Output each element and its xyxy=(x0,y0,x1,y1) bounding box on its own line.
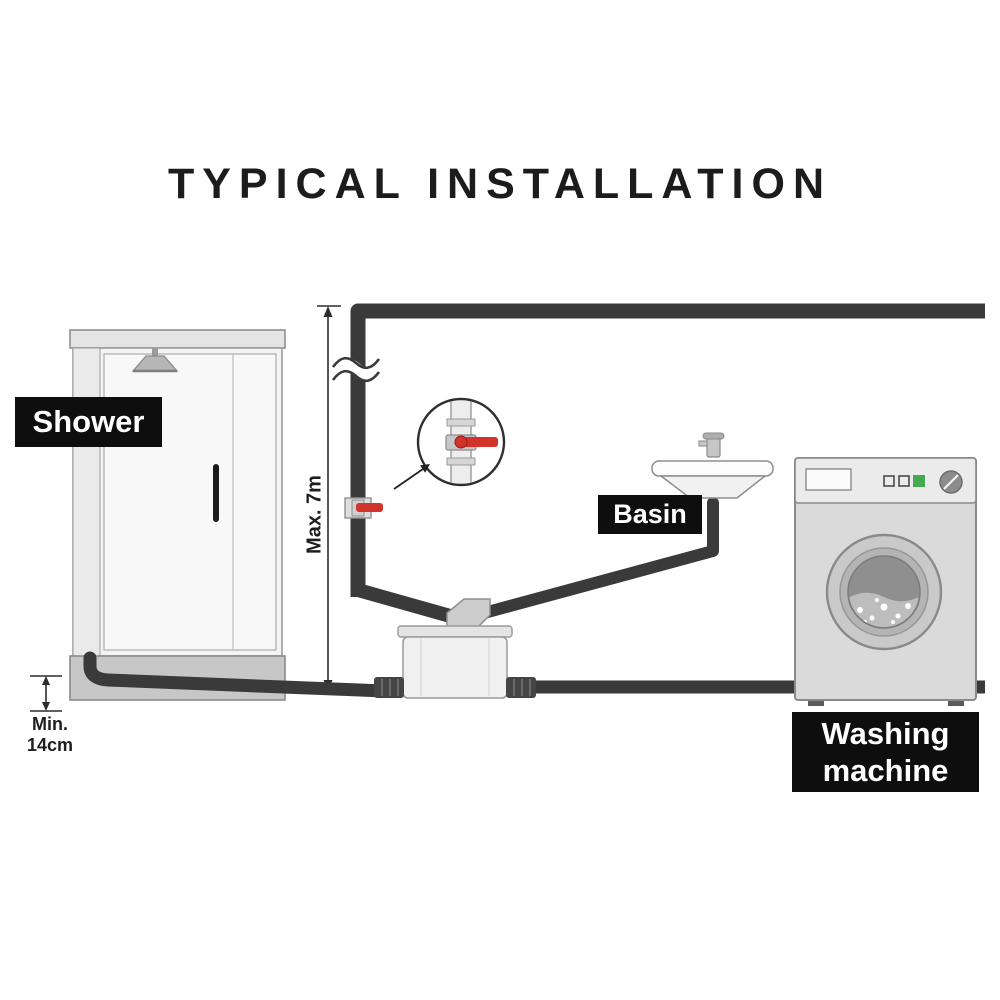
machine-button xyxy=(898,475,910,487)
valve-detail-icon xyxy=(393,397,506,490)
min-height-line2: 14cm xyxy=(26,735,74,755)
program-knob xyxy=(939,470,963,494)
macerator-pump xyxy=(374,598,536,699)
shut-off-valve-icon xyxy=(344,497,383,519)
washing-machine-label-line2: machine xyxy=(822,753,949,788)
detergent-drawer xyxy=(805,468,852,491)
power-button xyxy=(913,475,925,487)
shower-label: Shower xyxy=(15,397,162,447)
shower-door-handle xyxy=(213,464,219,522)
machine-button xyxy=(883,475,895,487)
washing-machine-label: Washing machine xyxy=(792,712,979,792)
pipe-break-icon xyxy=(327,356,385,383)
shower-drain-pipe xyxy=(83,651,391,698)
basin-drain-pipe xyxy=(478,497,719,619)
washing-machine xyxy=(794,457,977,706)
pump-inlet-coupling-left xyxy=(374,677,404,698)
min-height-line1: Min. xyxy=(32,714,68,734)
basin-label-text: Basin xyxy=(613,499,687,529)
shower-head-icon xyxy=(131,348,179,373)
pump-inlet-coupling-right xyxy=(506,677,536,698)
washing-machine-door-icon xyxy=(825,533,943,651)
shower-label-text: Shower xyxy=(32,404,145,439)
basin-fixture xyxy=(651,432,774,499)
detail-arrow-icon xyxy=(393,464,430,490)
basin-label: Basin xyxy=(598,495,702,534)
min-height-dimension xyxy=(30,675,62,712)
shower-enclosure xyxy=(69,329,286,701)
faucet-icon xyxy=(698,432,725,458)
min-height-dimension-label: Min. 14cm xyxy=(14,714,86,756)
washing-machine-label-line1: Washing xyxy=(821,716,950,751)
max-height-dimension-label: Max. 7m xyxy=(303,475,326,554)
page-title: TYPICAL INSTALLATION xyxy=(167,160,833,208)
